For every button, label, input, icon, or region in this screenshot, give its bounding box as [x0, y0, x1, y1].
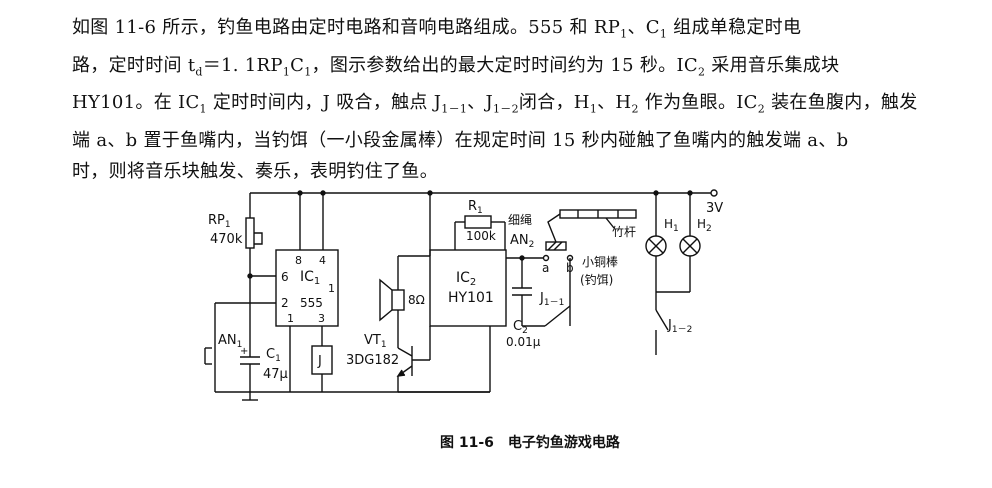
ic1-555-label: 555: [300, 296, 323, 310]
rod-pointer: [605, 217, 615, 229]
r1-label: R1: [468, 199, 483, 216]
an2-hatch: [553, 241, 563, 251]
j12-label: J1－2: [667, 318, 692, 335]
fishing-line: [547, 213, 561, 243]
rp1-wiper: [254, 232, 263, 245]
ic1-label: IC1: [300, 269, 320, 287]
junction-dot: [687, 190, 693, 196]
bait-label: (钓饵): [580, 273, 613, 287]
supply-terminal: [710, 189, 718, 197]
j12-blade: [655, 309, 669, 331]
vt1-model: 3DG182: [346, 353, 399, 368]
ic1-pin6: 6: [281, 270, 289, 284]
ic1-pin2: 2: [281, 296, 289, 310]
ic2-label: IC2: [456, 270, 476, 288]
junction-dot: [247, 273, 253, 279]
paragraph-line-4: 端 a、b 置于鱼嘴内，当钓饵（一小段金属棒）在规定时间 15 秒内碰触了鱼嘴内…: [72, 129, 849, 151]
thin-rope-label: 细绳: [508, 213, 532, 227]
c1-plus: +: [240, 346, 248, 357]
h1-cross: [648, 238, 664, 254]
copper-rod-label: 小铜棒: [582, 254, 618, 269]
an1-label: AN1: [218, 333, 242, 350]
c2-label: C2: [513, 319, 528, 336]
rp1-body: [245, 217, 255, 249]
junction-dot: [297, 190, 303, 196]
c2-value: 0.01μ: [506, 335, 541, 349]
ic1-pin1-right: 1: [328, 282, 335, 295]
h2-label: H2: [697, 217, 712, 234]
relay-coil: [311, 345, 333, 375]
rp1-label: RP1: [208, 213, 231, 230]
junction-dot: [427, 190, 433, 196]
paragraph-line-1: 如图 11-6 所示，钓鱼电路由定时电路和音响电路组成。555 和 RP1、C1…: [72, 17, 802, 41]
c1-value: 47μ: [263, 367, 288, 382]
speaker-value: 8Ω: [408, 293, 425, 307]
figure-caption: 图 11-6 电子钓鱼游戏电路: [440, 435, 620, 451]
j11-blade: [544, 305, 571, 327]
terminal-a-label: a: [542, 261, 549, 275]
paragraph-line-2: 路，定时时间 td＝1. 1RP1C1，图示参数给出的最大定时时间约为 15 秒…: [72, 54, 840, 79]
ic1-pin4: 4: [319, 254, 326, 267]
junction-dot: [320, 190, 326, 196]
r1-body: [464, 215, 492, 229]
c1-label: C1: [266, 347, 281, 364]
junction-dot: [653, 190, 659, 196]
vt1-label: VT1: [364, 333, 387, 350]
relay-label: J: [317, 354, 322, 369]
ic1-pin1: 1: [287, 312, 294, 325]
an2-hatch: [547, 241, 557, 251]
ic2-body: [429, 249, 507, 327]
r1-value: 100k: [466, 229, 496, 243]
supply-label: 3V: [706, 201, 723, 216]
terminal-a: [542, 254, 550, 262]
ic1-pin3: 3: [318, 312, 325, 325]
paragraph-line-5: 时，则将音乐块触发、奏乐，表明钓住了鱼。: [72, 160, 438, 182]
h1-label: H1: [664, 217, 679, 234]
rp1-value: 470k: [210, 232, 243, 247]
ic1-pin8: 8: [295, 254, 302, 267]
paragraph-line-3: HY101。在 IC1 定时时间内，J 吸合，触点 J1－1、J1－2闭合，H1…: [72, 92, 918, 116]
ic1-body: [275, 249, 339, 327]
vt1-collector: [397, 347, 413, 357]
ic2-model: HY101: [448, 290, 494, 306]
an2-label: AN2: [510, 233, 534, 250]
h2-cross: [682, 238, 698, 254]
description-paragraph: 如图 11-6 所示，钓鱼电路由定时电路和音响电路组成。555 和 RP1、C1…: [72, 12, 972, 187]
speaker-body: [391, 289, 405, 311]
speaker-cone: [379, 278, 393, 322]
j11-label: J1－1: [539, 291, 564, 308]
bamboo-rod-label: 竹杆: [612, 225, 636, 239]
